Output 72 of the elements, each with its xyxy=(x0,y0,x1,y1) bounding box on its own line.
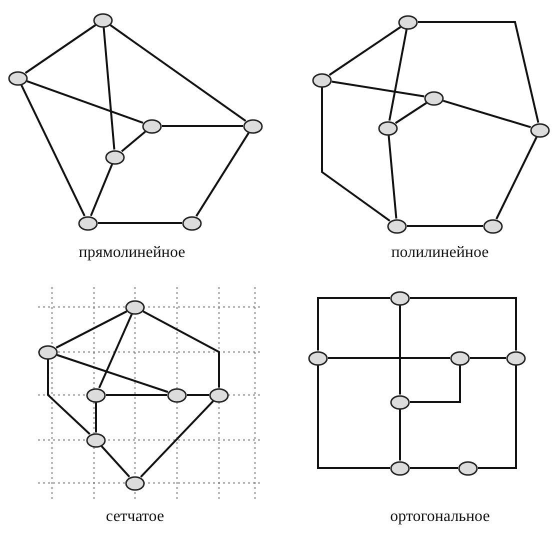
graph-edge xyxy=(100,446,130,478)
graph-edge xyxy=(321,88,390,222)
graph-edge xyxy=(106,394,167,396)
vertex-node xyxy=(450,350,470,366)
graph-edge xyxy=(496,136,538,220)
graph-edge xyxy=(162,125,243,127)
graph-edge xyxy=(328,26,402,76)
graph-edge xyxy=(102,27,116,150)
vertex-node xyxy=(387,218,407,234)
vertex-node xyxy=(38,344,58,360)
graph-edge xyxy=(24,24,96,74)
graph-edge xyxy=(110,24,246,122)
graph-edge xyxy=(47,360,90,435)
vertex-node xyxy=(209,388,229,402)
graph-edge xyxy=(418,21,540,123)
graph-edge xyxy=(98,222,182,224)
drawing-caption: полилинейное xyxy=(391,244,489,262)
graph-edge xyxy=(142,310,220,388)
vertex-node xyxy=(308,350,328,366)
vertex-node xyxy=(378,120,398,136)
vertex-node xyxy=(506,350,526,366)
graph-edge xyxy=(410,366,461,403)
vertex-node xyxy=(142,118,162,134)
vertex-node xyxy=(167,388,187,402)
vertex-node xyxy=(86,432,106,448)
graph-edge xyxy=(140,400,214,478)
graph-edge xyxy=(90,164,114,216)
vertex-node xyxy=(398,14,418,30)
vertex-node xyxy=(424,90,444,106)
graph-edge xyxy=(410,297,517,350)
graph-edge xyxy=(317,366,390,469)
graph-edge xyxy=(187,394,209,396)
vertex-node xyxy=(458,460,478,476)
graph-edge xyxy=(95,402,97,432)
graph-edge xyxy=(328,357,450,359)
graph-edge xyxy=(317,297,390,350)
graph-edge xyxy=(478,366,517,469)
graph-edge xyxy=(121,130,146,152)
graph-edge xyxy=(410,467,458,469)
drawing-caption: сетчатое xyxy=(106,508,164,526)
vertex-node xyxy=(530,122,550,138)
graph-edge xyxy=(56,310,128,349)
vertex-node xyxy=(243,118,263,134)
graph-edge xyxy=(388,135,398,219)
graph-edge xyxy=(407,225,483,227)
graph-edge xyxy=(394,102,428,124)
vertex-node xyxy=(390,290,410,306)
vertex-node xyxy=(8,70,28,86)
vertex-node xyxy=(78,216,98,230)
graph-edge xyxy=(195,132,250,217)
drawing-caption: ортогональное xyxy=(390,508,490,526)
graph-edge xyxy=(470,357,506,359)
vertex-node xyxy=(312,72,332,88)
vertex-node xyxy=(182,216,202,230)
graph-edge xyxy=(332,80,424,98)
graph-edge xyxy=(98,314,133,388)
drawing-caption: прямолинейное xyxy=(78,244,186,262)
vertex-node xyxy=(105,150,125,164)
vertex-node xyxy=(86,388,106,402)
graph-edge xyxy=(26,80,144,124)
graph-edge xyxy=(56,354,168,393)
graph-edge xyxy=(443,100,531,128)
graph-edge xyxy=(399,306,401,394)
vertex-node xyxy=(390,460,410,476)
vertex-node xyxy=(125,476,145,490)
graph-edge xyxy=(399,410,401,460)
vertex-node xyxy=(93,12,113,28)
graph-edge xyxy=(388,29,408,121)
graph-edge xyxy=(20,84,86,216)
vertex-node xyxy=(483,218,503,234)
vertex-node xyxy=(390,394,410,410)
vertex-node xyxy=(125,300,145,314)
